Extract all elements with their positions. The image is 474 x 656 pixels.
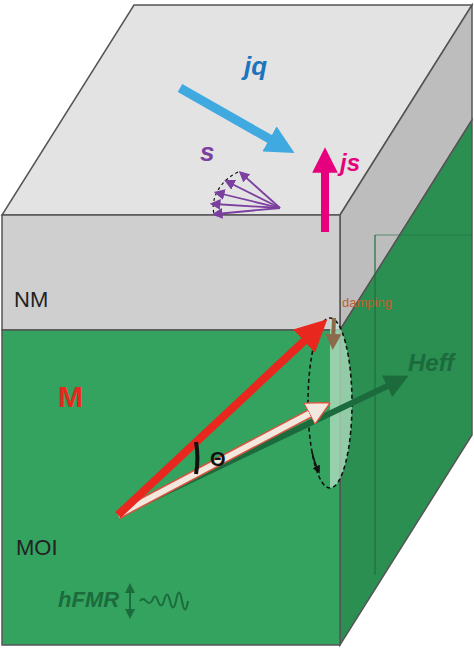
layer-name: NM bbox=[14, 287, 48, 313]
spin-label: s bbox=[200, 138, 214, 167]
current-label: jq bbox=[244, 52, 267, 81]
current-label: js bbox=[340, 150, 360, 176]
vector-label: M bbox=[58, 380, 83, 413]
angle-label: Θ bbox=[210, 448, 226, 470]
field-label: hFMR bbox=[58, 588, 119, 612]
layer-band: NM bbox=[2, 215, 340, 330]
damping-label: damping bbox=[342, 296, 392, 310]
layer-band: MOI bbox=[2, 330, 340, 645]
field-label: Heff bbox=[408, 350, 454, 376]
layer-name: MOI bbox=[16, 535, 58, 561]
